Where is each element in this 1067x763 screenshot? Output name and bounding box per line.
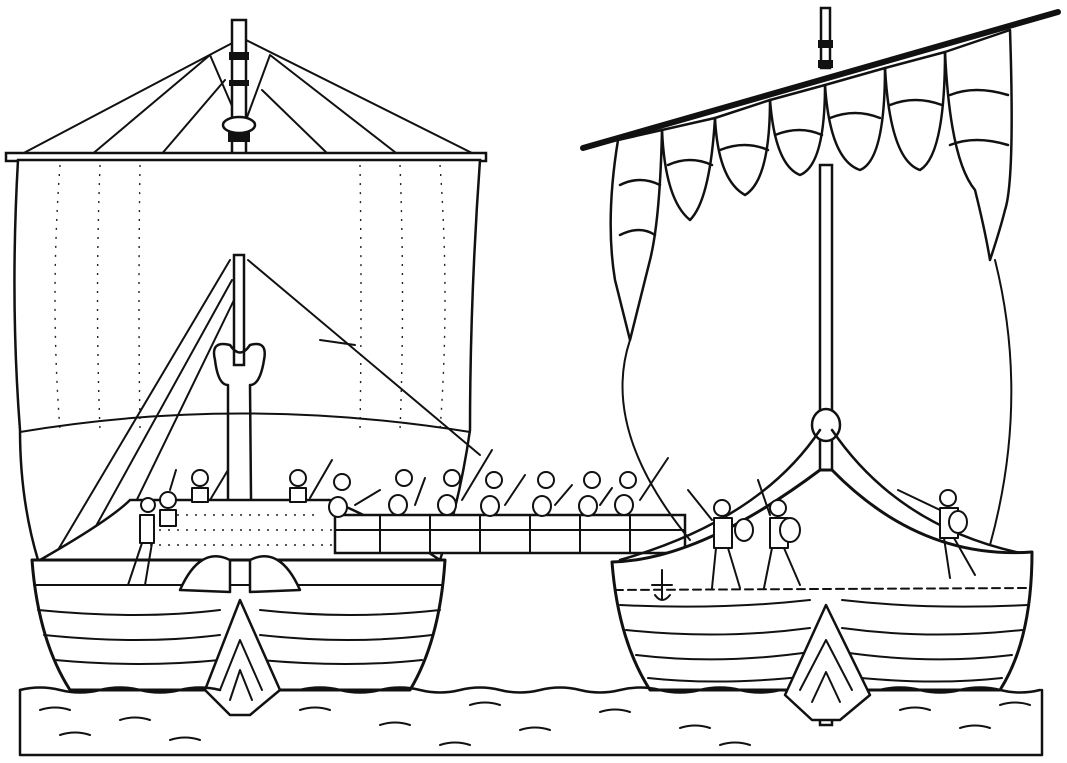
left-ship (4, 18, 488, 717)
soldier (159, 469, 177, 527)
soldier (614, 457, 669, 516)
left-ship-hull (30, 555, 447, 717)
left-ship-upper-rigging (17, 39, 479, 157)
right-ship-hull (610, 468, 1034, 722)
right-ship-posts (618, 428, 1032, 562)
left-ship-mast-top (221, 18, 257, 157)
soldier (532, 471, 573, 517)
boarding-bridge (333, 513, 687, 555)
water (18, 686, 1044, 757)
soldier (480, 471, 526, 517)
soldier (328, 473, 381, 518)
bridge-soldiers (127, 449, 669, 586)
soldier (757, 479, 801, 589)
soldier (388, 469, 426, 516)
soldier (578, 471, 613, 517)
soldier (897, 489, 976, 579)
soldier (127, 497, 156, 586)
soldier (687, 489, 754, 589)
right-ship-yard (580, 9, 1061, 151)
right-ship-rigging (621, 259, 1013, 546)
right-ship-soldiers (687, 479, 976, 589)
soldier (437, 449, 493, 516)
soldier (191, 469, 229, 503)
left-ship-rigging (54, 259, 481, 556)
soldier (289, 459, 333, 503)
left-ship-foremast (212, 253, 266, 612)
right-ship (580, 6, 1061, 727)
right-ship-furled-sail (609, 28, 1013, 342)
